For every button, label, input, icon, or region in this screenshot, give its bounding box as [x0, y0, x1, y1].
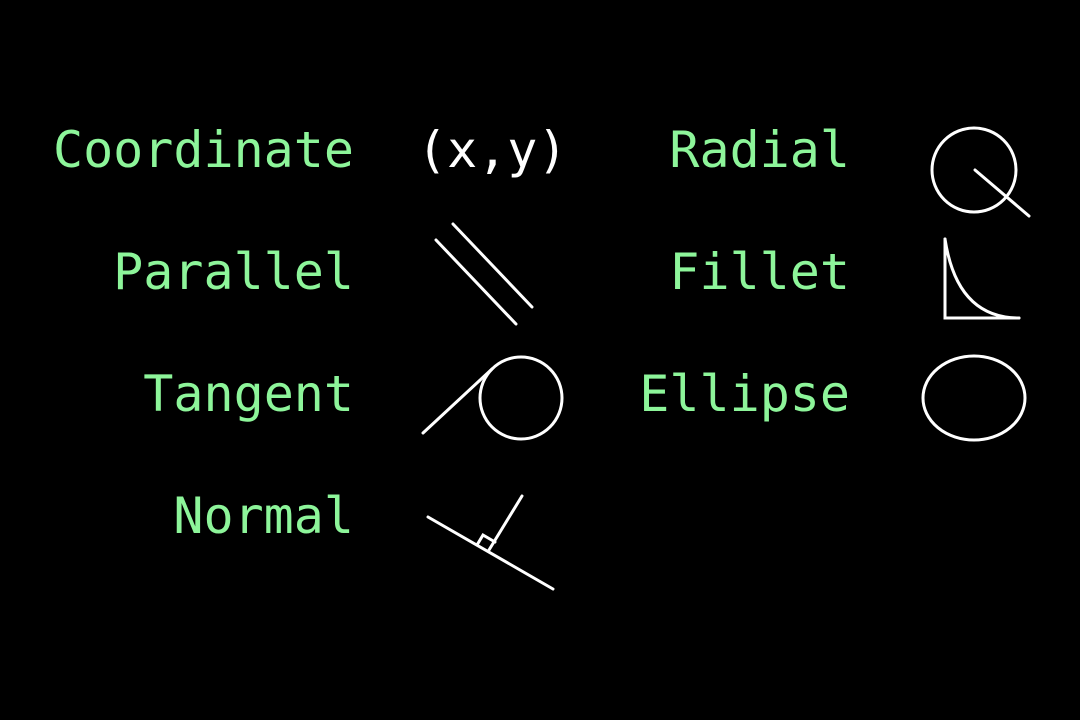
tangent-line-circle-icon: [421, 355, 564, 441]
label-parallel: Parallel: [113, 243, 354, 301]
fillet-corner-icon: [943, 237, 1021, 320]
coordinate-symbol-text: (x,y): [417, 121, 568, 179]
label-coordinate: Coordinate: [52, 121, 354, 179]
ellipse-icon: [921, 354, 1027, 442]
label-radial: Radial: [669, 121, 850, 179]
parallel-lines-icon: [434, 222, 534, 326]
perpendicular-normal-icon: [426, 494, 555, 591]
label-normal: Normal: [173, 487, 354, 545]
label-fillet: Fillet: [669, 243, 850, 301]
label-tangent: Tangent: [143, 365, 354, 423]
circle-radius-icon: [930, 126, 1031, 218]
label-ellipse: Ellipse: [639, 365, 850, 423]
